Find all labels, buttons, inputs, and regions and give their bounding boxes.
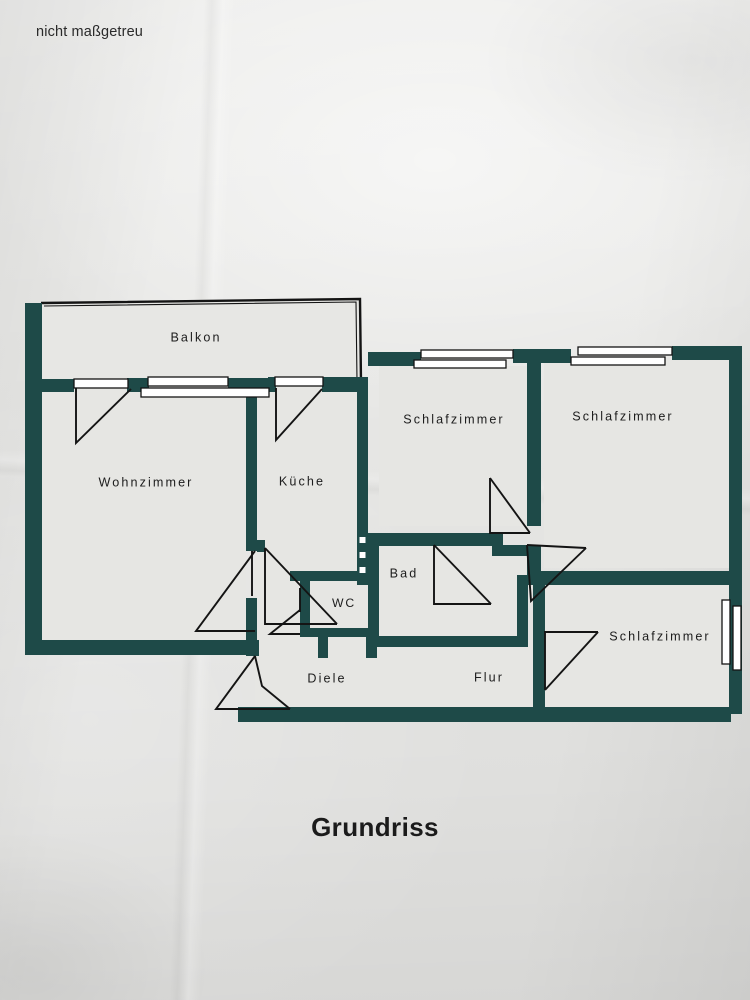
schlafzimmer-1-floor [379, 366, 527, 526]
door-bad [433, 544, 492, 605]
walls [25, 303, 742, 722]
wall-wohnzimmer-bottom [25, 640, 255, 655]
wall-bad-left [368, 546, 379, 646]
wall-flur-schlafzimmer3 [533, 585, 545, 707]
wall-wohnzimmer-kueche-lower [246, 598, 257, 653]
room-fills [41, 300, 730, 710]
bad-floor [378, 545, 528, 645]
door-schlafzimmer-2-edge [526, 544, 587, 604]
wall-bottom-outer [238, 707, 731, 722]
door-schlafzimmer-1-edge [489, 478, 530, 534]
window-wohnzimmer-balcony-mid [147, 376, 229, 387]
window-kueche-balcony [274, 376, 324, 387]
door-wc [267, 609, 301, 635]
kueche-floor [255, 383, 365, 546]
wall-kueche-top-right [322, 377, 368, 392]
door-wohnzimmer-diele-arc [194, 550, 256, 632]
vent-slot-1 [359, 537, 366, 543]
wall-wc-left [300, 578, 310, 636]
door-kueche-balcony [275, 388, 323, 443]
door-wohnzimmer-balcony [75, 388, 132, 446]
wall-balkon-under-kueche-left [268, 377, 276, 392]
door-schlafzimmer-3 [544, 631, 599, 691]
vent-slot-3 [359, 567, 366, 573]
window-schlafzimmer-1-top-a [420, 349, 514, 359]
room-label-kueche: Küche [279, 474, 325, 488]
room-label-flur: Flur [474, 670, 504, 684]
wall-schlafzimmer1-bottom [368, 533, 503, 546]
room-label-wc: WC [332, 596, 356, 610]
schlafzimmer-2-floor [544, 360, 730, 568]
room-label-bad: Bad [390, 566, 419, 580]
wall-bad-bottom [368, 636, 528, 647]
wall-left-outer [25, 303, 42, 655]
door-schlafzimmer-3-edge [544, 631, 598, 690]
wall-bad-notch [492, 545, 528, 556]
wall-balkon-under-left [41, 379, 74, 392]
door-kueche-diele [264, 547, 338, 625]
schlafzimmer-3-floor [543, 585, 730, 710]
wall-kueche-right [357, 377, 368, 549]
balkon-outline [40, 297, 363, 384]
wall-joint-a [246, 640, 259, 656]
door-diele-lower [254, 655, 291, 710]
windows [73, 346, 742, 671]
window-schlafzimmer-3-right-a [721, 599, 731, 665]
window-schlafzimmer-2-top-a [577, 346, 673, 356]
door-swings [75, 388, 599, 710]
wohnzimmer-floor [41, 383, 246, 650]
not-to-scale-note: nicht maßgetreu [36, 24, 144, 40]
door-schlafzimmer-1 [489, 477, 531, 534]
balkon-floor [41, 300, 361, 383]
vent-shaft-block [357, 533, 368, 585]
wall-kueche-diele-stub [257, 540, 265, 552]
window-wohnzimmer-balcony-mid2 [140, 387, 270, 398]
wall-bedroom-top-right [672, 346, 730, 360]
wall-wc-bottom-stub [318, 636, 328, 658]
window-wohnzimmer-balcony-left [73, 378, 129, 389]
wall-wohnzimmer-kueche [246, 379, 257, 551]
room-label-schlafzimmer-1: Schlafzimmer [403, 412, 504, 426]
wall-between-bedrooms [527, 352, 541, 526]
window-schlafzimmer-1-top-b [413, 359, 507, 369]
room-label-schlafzimmer-3: Schlafzimmer [609, 629, 710, 643]
vent-slot-2 [359, 552, 366, 558]
room-label-diele: Diele [307, 671, 346, 685]
room-label-schlafzimmer-2: Schlafzimmer [572, 409, 673, 423]
wall-between-bedrooms-lower [527, 545, 541, 585]
page-title: Grundriss [311, 812, 439, 842]
window-schlafzimmer-2-top-b [570, 356, 666, 366]
room-label-balkon: Balkon [170, 330, 221, 344]
room-labels: Balkon Wohnzimmer Küche Schlafzimmer Sch… [99, 330, 710, 685]
wall-bad-right [517, 575, 528, 647]
flur-floor [365, 640, 545, 710]
wall-wc-bottom [300, 628, 372, 637]
vent-shaft-slots [359, 537, 366, 573]
window-schlafzimmer-3-right-b [732, 605, 742, 671]
door-diele-lower-edge [214, 655, 290, 710]
wall-wc-top [290, 571, 370, 581]
wall-bedroom-top-mid [513, 349, 571, 363]
wall-schlafzimmer2-bottom [541, 571, 731, 585]
wall-diele-right-stub [366, 636, 377, 658]
door-bad-edge [433, 545, 491, 605]
wall-bedroom-top-left [368, 352, 421, 366]
door-kueche-diele-edge [264, 548, 337, 625]
room-label-wohnzimmer: Wohnzimmer [99, 475, 194, 489]
door-schlafzimmer-2 [526, 544, 587, 549]
